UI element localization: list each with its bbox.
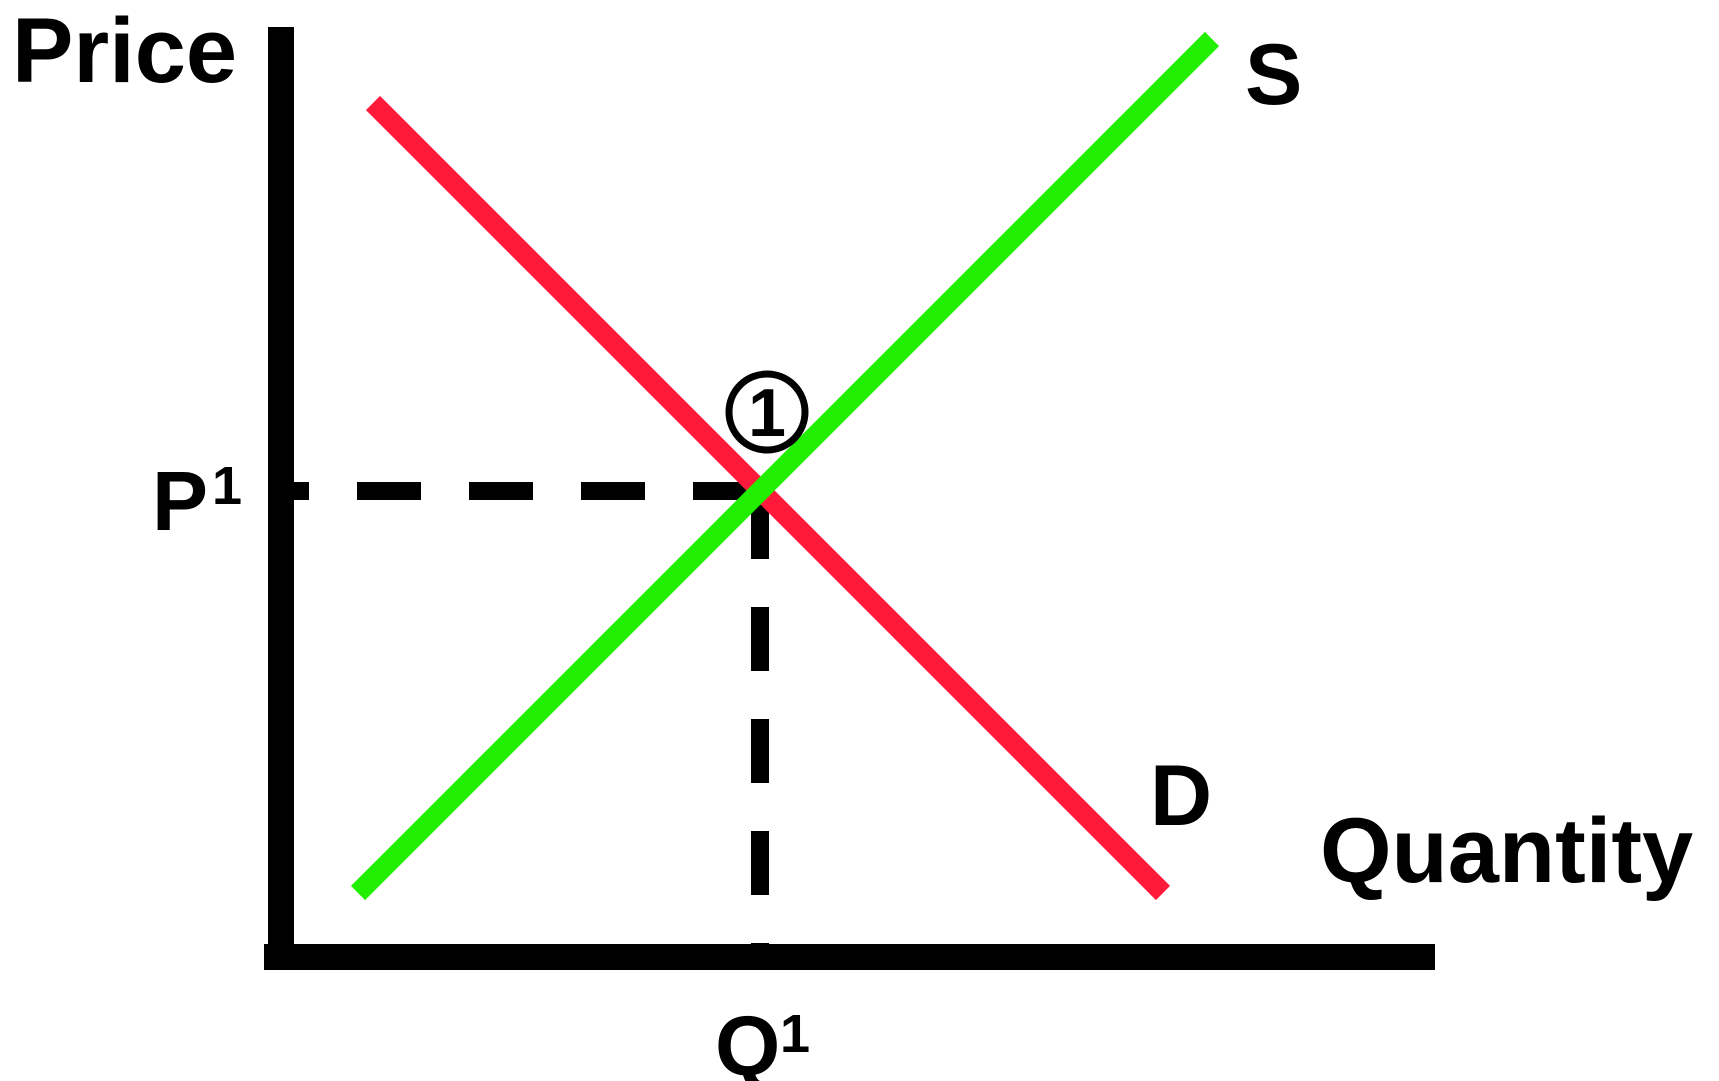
price-marker-label: P <box>152 454 208 548</box>
x-axis-title: Quantity <box>1320 800 1693 902</box>
y-axis-title: Price <box>12 0 237 102</box>
price-marker-superscript: 1 <box>212 456 242 516</box>
equilibrium-point-number: 1 <box>748 375 786 451</box>
demand-curve-label: D <box>1150 748 1212 844</box>
quantity-marker-superscript: 1 <box>780 1004 810 1064</box>
quantity-marker-label: Q <box>715 999 780 1081</box>
equilibrium-point-circle <box>725 370 809 454</box>
supply-curve <box>350 31 1220 901</box>
supply-curve-label: S <box>1245 27 1302 123</box>
demand-curve <box>365 95 1171 901</box>
